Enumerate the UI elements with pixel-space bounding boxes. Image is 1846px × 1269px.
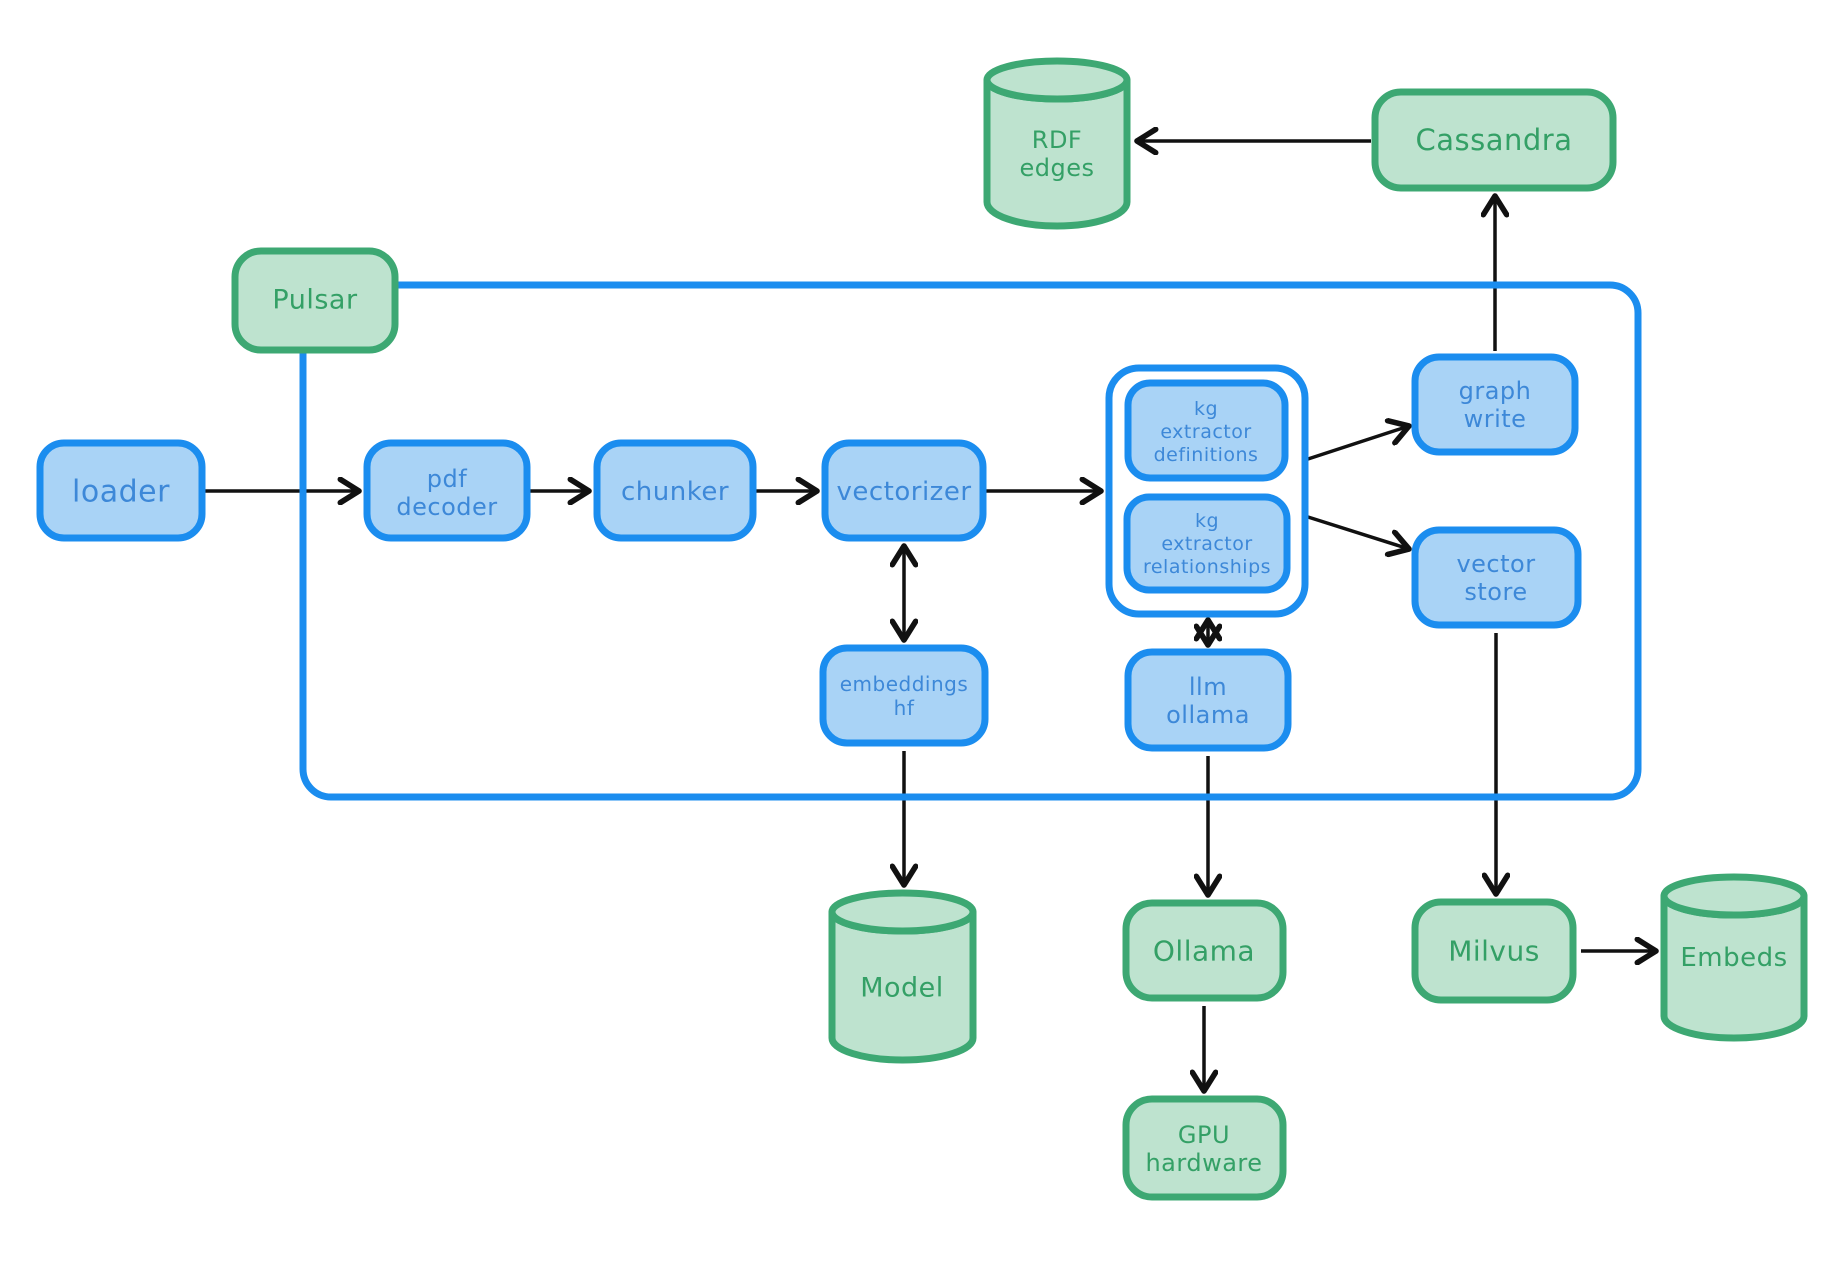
node-embeds: Embeds [1660,873,1808,1042]
node-loader: loader [36,439,206,542]
chunker-box [593,439,757,542]
model-cylinder-top [828,889,977,935]
edge-kg-relationships-to-vector-store [1307,515,1409,549]
node-llm-ollama: llm ollama [1124,648,1292,752]
llm-ollama-label-line2: ollama [1166,701,1250,729]
cassandra-label: Cassandra [1416,123,1573,157]
node-vectorizer: vectorizer [821,439,987,542]
node-cassandra: Cassandra [1371,88,1617,192]
chunker-label: chunker [621,477,729,507]
node-embeddings-hf: embeddings hf [819,644,989,747]
rdf-edges-label-line1: RDF [1032,126,1082,154]
node-pulsar: Pulsar [231,247,399,354]
model-label: Model [860,973,944,1004]
node-ollama: Ollama [1122,899,1287,1002]
graph-write-label-line2: write [1464,405,1527,433]
pulsar-label: Pulsar [272,285,358,316]
embeddings-hf-label-line2: hf [894,696,915,720]
graph-write-label-line1: graph [1459,377,1532,405]
milvus-label: Milvus [1448,935,1540,968]
gpu-hardware-label-line1: GPU [1178,1121,1230,1149]
rdf-edges-label-line2: edges [1019,154,1094,182]
ollama-label: Ollama [1153,935,1255,968]
kg-extractor-relationships-line2: extractor [1161,533,1252,555]
kg-extractor-relationships-box [1123,493,1291,594]
embeddings-hf-box [819,644,989,747]
embeds-cylinder-top [1660,873,1808,919]
embeddings-hf-label-line1: embeddings [840,672,969,696]
kg-extractor-definitions-line1: kg [1194,398,1218,420]
llm-ollama-box [1124,648,1292,752]
gpu-hardware-label-line2: hardware [1145,1149,1262,1177]
node-milvus: Milvus [1411,898,1577,1004]
pulsar-box [231,247,399,354]
kg-extractor-definitions-box [1124,379,1289,482]
edge-layer [205,141,1656,1091]
pdf-decoder-label-line2: decoder [396,493,497,521]
kg-extractor-relationships-line3: relationships [1143,556,1271,578]
node-model: Model [828,889,977,1064]
node-rdf-edges: RDF edges [983,57,1131,230]
node-gpu-hardware: GPU hardware [1122,1095,1287,1201]
graph-write-box [1411,353,1579,456]
pulsar-container-outline [299,281,1642,801]
kg-extractor-definitions-line3: definitions [1154,444,1259,466]
node-kg-extractor-relationships: kg extractor relationships [1123,493,1291,594]
node-graph-write: graph write [1411,353,1579,456]
node-chunker: chunker [593,439,757,542]
embeds-label: Embeds [1680,943,1787,973]
node-pdf-decoder: pdf decoder [363,439,531,542]
milvus-box [1411,898,1577,1004]
vector-store-box [1411,526,1582,629]
ollama-box [1122,899,1287,1002]
vectorizer-label: vectorizer [836,477,971,507]
llm-ollama-label-line1: llm [1189,673,1227,701]
node-kg-extractor-definitions: kg extractor definitions [1124,379,1289,482]
vector-store-label-line1: vector [1456,550,1535,578]
kg-extractor-relationships-line1: kg [1195,510,1219,532]
cassandra-box [1371,88,1617,192]
kg-extractor-definitions-line2: extractor [1160,421,1251,443]
loader-box [36,439,206,542]
vectorizer-box [821,439,987,542]
node-vector-store: vector store [1411,526,1582,629]
gpu-hardware-box [1122,1095,1287,1201]
node-kg-extractor-group: kg extractor definitions kg extractor re… [1105,364,1309,618]
vector-store-label-line2: store [1464,578,1527,606]
pdf-decoder-label-line1: pdf [427,465,467,493]
rdf-edges-cylinder-top [983,57,1131,103]
loader-label: loader [72,475,170,510]
edge-kg-definitions-to-graph-write [1307,426,1409,461]
pdf-decoder-box [363,439,531,542]
